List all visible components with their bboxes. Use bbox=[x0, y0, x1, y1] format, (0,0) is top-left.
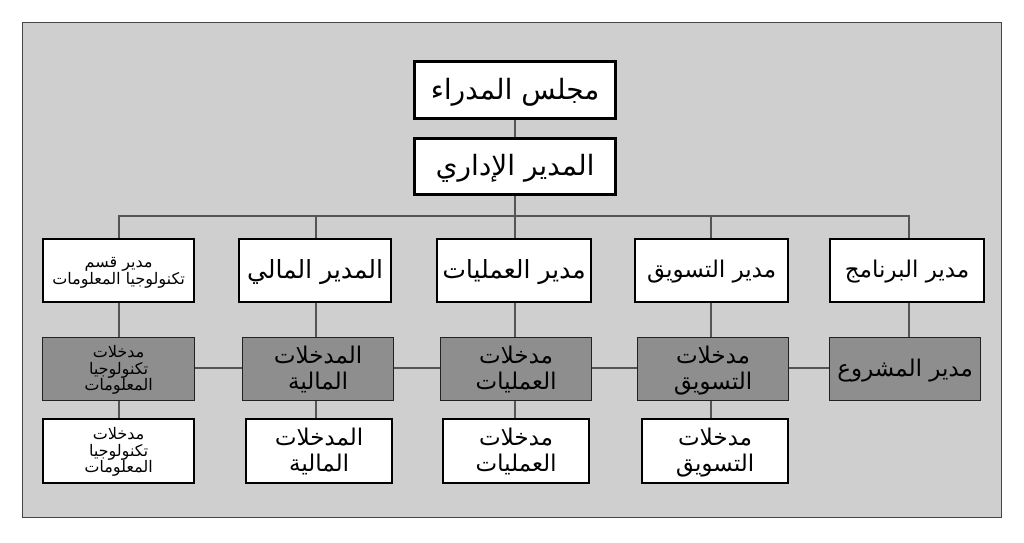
connector-it-down bbox=[118, 302, 120, 338]
connector-marketing-down bbox=[710, 302, 712, 338]
board-of-directors-box: مجلس المدراء bbox=[413, 60, 617, 120]
connector-finance-down bbox=[315, 302, 317, 338]
marketing-inputs-label: مدخلات التسويق bbox=[675, 424, 755, 477]
finance-manager-label: المدير المالي bbox=[247, 255, 383, 285]
marketing-manager-label: مدير التسويق bbox=[646, 257, 777, 284]
operations-manager-box: مدير العمليات bbox=[436, 238, 592, 303]
connector-it-inputs-down bbox=[118, 400, 120, 419]
program-manager-label: مدير البرنامج bbox=[844, 257, 970, 284]
operations-inputs-grey-label: مدخلات العمليات bbox=[475, 342, 557, 395]
connector-finance-inputs-down bbox=[315, 400, 317, 419]
connector-board-md bbox=[514, 118, 516, 138]
project-manager-box: مدير المشروع bbox=[829, 337, 981, 401]
operations-inputs-box: مدخلات العمليات bbox=[442, 418, 590, 484]
connector-program-down bbox=[908, 302, 910, 338]
board-of-directors-label: مجلس المدراء bbox=[430, 72, 600, 106]
it-manager-label: مدير قسم تكنولوجيا المعلومات bbox=[52, 251, 185, 288]
managing-director-box: المدير الإداري bbox=[413, 137, 617, 196]
it-inputs-label: مدخلات تكنولوجيا المعلومات bbox=[84, 423, 153, 477]
operations-inputs-label: مدخلات العمليات bbox=[475, 424, 557, 477]
finance-manager-box: المدير المالي bbox=[238, 238, 392, 303]
connector-drop-operations bbox=[514, 215, 516, 239]
marketing-inputs-box: مدخلات التسويق bbox=[641, 418, 789, 484]
marketing-manager-box: مدير التسويق bbox=[634, 238, 789, 303]
it-manager-box: مدير قسم تكنولوجيا المعلومات bbox=[42, 238, 195, 303]
connector-md-bus bbox=[514, 194, 516, 216]
finance-inputs-box: المدخلات المالية bbox=[245, 418, 393, 484]
connector-operations-inputs-down bbox=[514, 400, 516, 419]
operations-inputs-grey-box: مدخلات العمليات bbox=[440, 337, 592, 401]
operations-manager-label: مدير العمليات bbox=[442, 255, 586, 285]
connector-operations-down bbox=[514, 302, 516, 338]
project-manager-label: مدير المشروع bbox=[837, 355, 973, 382]
marketing-inputs-grey-box: مدخلات التسويق bbox=[637, 337, 789, 401]
connector-drop-finance bbox=[315, 215, 317, 239]
connector-marketing-inputs-down bbox=[710, 400, 712, 419]
program-manager-box: مدير البرنامج bbox=[829, 238, 985, 303]
it-inputs-box: مدخلات تكنولوجيا المعلومات bbox=[42, 418, 195, 484]
finance-inputs-grey-box: المدخلات المالية bbox=[242, 337, 394, 401]
connector-drop-marketing bbox=[710, 215, 712, 239]
marketing-inputs-grey-label: مدخلات التسويق bbox=[673, 342, 753, 395]
finance-inputs-grey-label: المدخلات المالية bbox=[273, 342, 363, 395]
it-inputs-grey-label: مدخلات تكنولوجيا المعلومات bbox=[84, 341, 153, 395]
it-inputs-grey-box: مدخلات تكنولوجيا المعلومات bbox=[42, 337, 195, 401]
managing-director-label: المدير الإداري bbox=[435, 149, 595, 183]
finance-inputs-label: المدخلات المالية bbox=[274, 424, 364, 477]
connector-drop-program bbox=[908, 215, 910, 239]
connector-drop-it bbox=[118, 215, 120, 239]
